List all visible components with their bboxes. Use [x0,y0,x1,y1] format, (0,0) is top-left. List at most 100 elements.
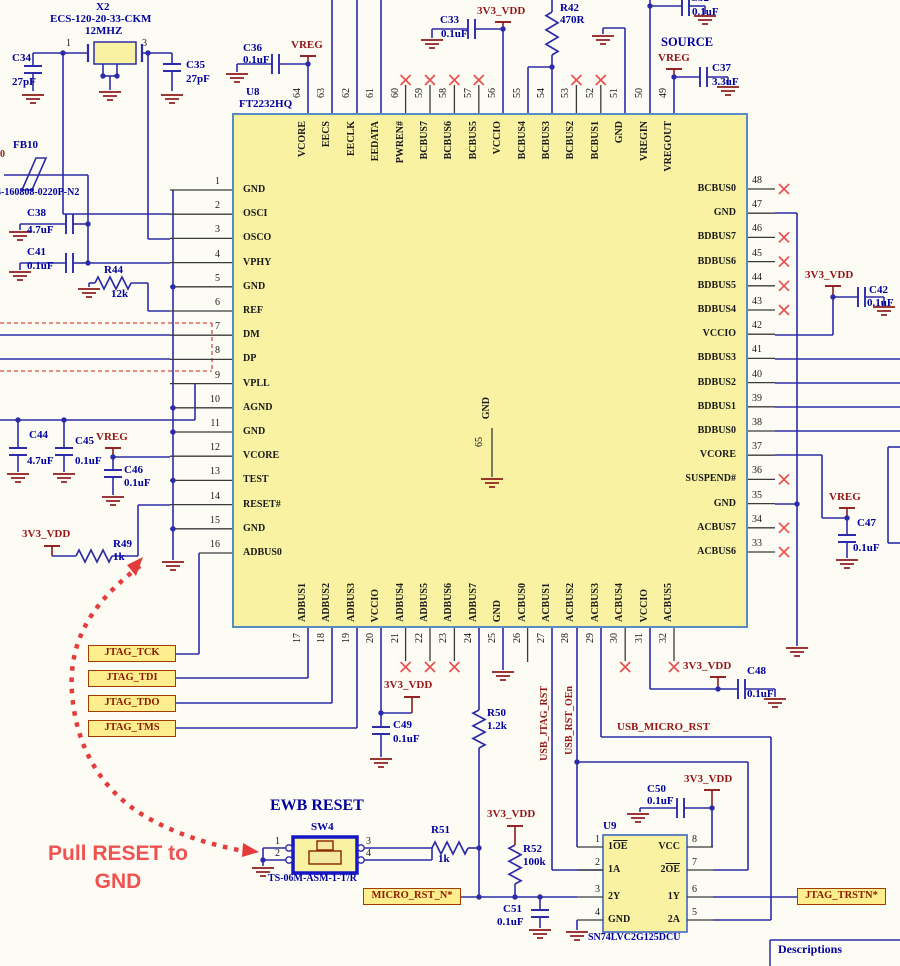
c48-val: 0.1uF [747,688,774,700]
u8-pin-12-name: VCORE [243,450,280,462]
u8-pin-62-num: 62 [340,88,352,98]
c50-val: 0.1uF [647,795,674,807]
u8-pin-13-name: TEST [243,474,269,486]
u8-pin-1-num: 1 [215,176,220,187]
c44-ref: C44 [29,429,48,441]
r50-ref: R50 [487,707,506,719]
net-label-jtag-tck: JTAG_TCK [88,645,176,662]
net-fragment: 0 [0,149,5,160]
c34-ref: C34 [12,52,31,64]
u9-pin-4-num: 4 [595,907,600,918]
u8-pin-8-name: DP [243,353,257,365]
net-label-usb-rst-oen: USB_RST_OEn [564,686,575,755]
c41-val: 0.1uF [27,260,54,272]
c35-ref: C35 [186,59,205,71]
u8-pin-24-num: 24 [462,633,474,643]
u8-pin-41-num: 41 [752,344,762,356]
u8-pin-6-num: 6 [215,297,220,308]
u8-pin-49-name: VREGOUT [663,121,674,172]
u8-pin-33-num: 33 [752,538,762,549]
u9-pin-6-name: 1Y [667,891,680,902]
u8-pin-25-name: GND [492,599,504,622]
u8-pin-46-name: BDBUS7 [697,231,736,243]
fb10-part: 4-160808-0220P-N2 [0,187,80,198]
u8-pin-29-name: ACBUS3 [589,583,601,622]
u8-pin-17-num: 17 [292,633,303,643]
sw4-pin-3-num: 3 [366,836,371,847]
c45-val: 0.1uF [75,455,102,467]
c44-val: 4.7uF [27,455,54,467]
u8-pin-53-name: BCBUS2 [565,121,577,160]
u8-pin-56-name: VCCIO [492,121,504,155]
u9-pin-6-num: 6 [692,884,697,895]
r49-ref: R49 [113,538,132,550]
u8-pin-22-num: 22 [414,633,425,643]
u8-pin-63-name: EECS [321,121,333,148]
u8-pin-14-name: RESET# [243,498,281,510]
u8-pin-29-num: 29 [584,633,596,643]
c33-val: 0.1uF [441,28,468,40]
u9-pin-1-name: 1OE [608,841,628,852]
net-label-usb-jtag-rst: USB_JTAG_RST [539,686,550,761]
c49-val: 0.1uF [393,733,420,745]
u8-pin-64-num: 64 [292,88,303,98]
u8-pin-2-name: OSCI [243,208,268,220]
r44-val: 12k [111,288,129,300]
u8-pin-35-num: 35 [752,489,762,501]
u8-pin-41-name: BDBUS3 [697,352,736,364]
u8-pin-43-name: BDBUS4 [697,304,736,315]
u8-pin-55-name: BCBUS4 [516,121,528,160]
u8-pin-50-num: 50 [633,88,645,98]
u8-pin-51-name: GND [614,121,626,144]
u8-pin-4-name: VPHY [243,256,272,268]
pull-reset-annotation: Pull RESET to GND [14,840,222,896]
titleblock-descriptions: Descriptions [778,942,842,956]
sw4-pin-4-num: 4 [366,848,371,859]
u8-pin-64-name: VCORE [297,121,308,158]
net-label-jtag-tdi: JTAG_TDI [88,670,176,687]
r51-ref: R51 [431,824,450,836]
u8-pin-52-name: BCBUS1 [589,121,601,160]
u8-pin-40-name: BDBUS2 [697,376,736,388]
u8-pin-18-num: 18 [316,633,328,643]
u8-pin-59-num: 59 [414,88,425,98]
vdd-label-5: 3V3_VDD [683,660,732,672]
u8-pin-23-name: ADBUS6 [443,583,455,622]
u8-pin-32-name: ACBUS5 [663,583,674,622]
u8-pin-19-name: ADBUS3 [345,583,357,622]
u8-pin-50-name: VREGIN [638,121,650,162]
u8-pin-11-name: GND [243,426,266,437]
c32-val: 0.1uF [692,6,719,18]
c38-ref: C38 [27,207,46,219]
sw4-pin-2-num: 2 [275,848,280,859]
r50-val: 1.2k [487,720,507,732]
u8-pin-30-name: ACBUS4 [614,583,626,622]
u8-pin-45-name: BDBUS6 [697,255,736,267]
vdd-label-3: 3V3_VDD [805,269,854,281]
u8-pin-65-name: GND [481,397,492,420]
u8-pin-40-num: 40 [752,368,762,380]
u8-pin-7-num: 7 [215,321,220,333]
u8-pin-27-name: ACBUS1 [541,583,552,622]
r49-val: 1k [113,551,125,563]
u8-pin-16-name: ADBUS0 [243,547,282,558]
u8-pin-15-name: GND [243,522,266,534]
u8-pin-61-num: 61 [365,88,377,98]
crystal-pin1-num: 1 [66,38,71,49]
c35-val: 27pF [186,73,210,85]
u8-pin-60-name: PWREN# [394,121,406,164]
u8-chip-body [232,113,748,628]
c42-ref: C42 [869,284,888,296]
u8-pin-20-num: 20 [365,633,377,643]
c38-val: 4.7uF [27,224,54,236]
c36-val: 0.1uF [243,54,270,66]
c47-val: 0.1uF [853,542,880,554]
u8-pin-9-num: 9 [215,369,220,381]
u8-pin-19-num: 19 [340,633,352,643]
vdd-label-4: 3V3_VDD [384,679,433,691]
u8-pin-12-num: 12 [210,442,220,454]
u8-pin-15-num: 15 [210,514,220,526]
u8-pin-34-num: 34 [752,513,762,525]
u8-pin-58-name: BCBUS6 [443,121,455,160]
